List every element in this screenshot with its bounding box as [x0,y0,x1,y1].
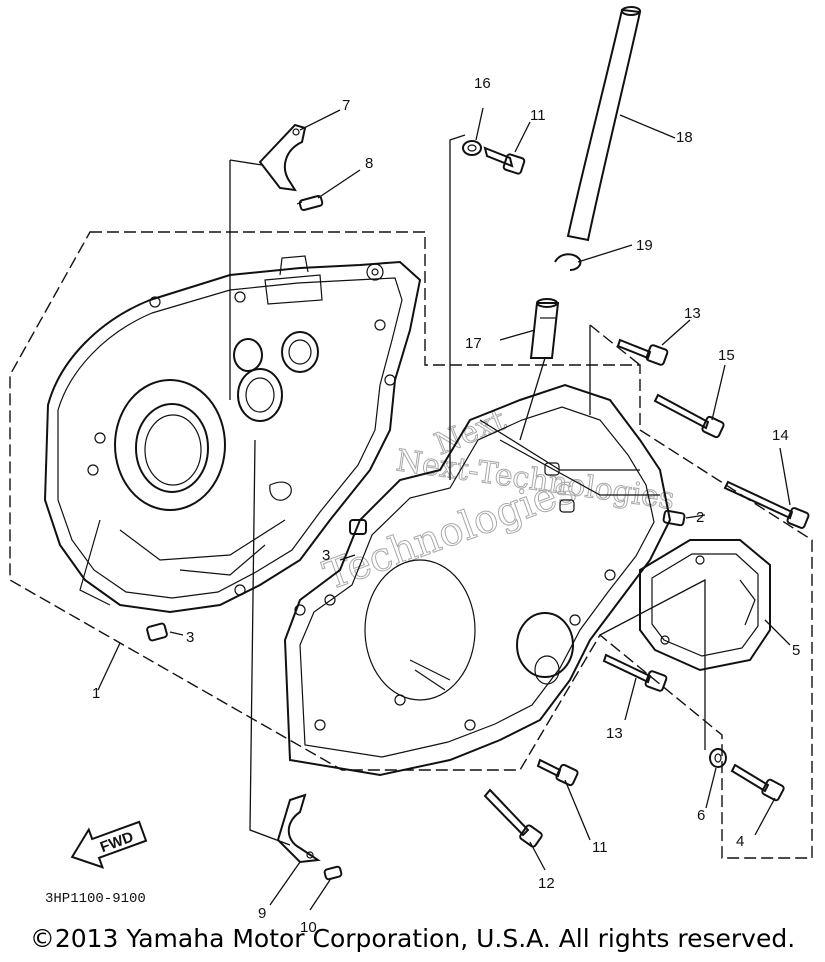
right-crankcase [283,383,672,777]
leader-lines [97,107,791,911]
callout-11-top: 11 [530,107,546,124]
bolt-12 [483,788,543,848]
callout-8: 8 [365,155,373,172]
bolt-2 [662,509,686,527]
callout-3-right: 3 [322,547,330,564]
plate-7 [258,123,307,192]
washer-16 [462,140,482,156]
callout-6: 6 [697,807,705,824]
callout-13-top: 13 [684,305,701,322]
breather-hose-18 [566,6,642,242]
dowel-pin-3 [146,622,168,642]
plate-9 [276,793,321,864]
copyright-footer: ©2013 Yamaha Motor Corporation, U.S.A. A… [29,924,796,953]
screw-10 [323,865,343,881]
hose-clip-19 [554,253,582,271]
left-crankcase [43,255,422,642]
bolt-13-bottom [602,653,668,692]
fwd-arrow: FWD [70,820,148,869]
callout-1: 1 [92,685,100,702]
bolt-11-top [483,146,526,175]
callout-labels: 1 2 3 3 4 5 6 7 8 9 10 11 11 12 13 13 14… [92,75,800,936]
callout-13-bottom: 13 [606,725,623,742]
callout-18: 18 [676,129,693,146]
callout-9: 9 [258,905,266,922]
fitting-17 [529,298,560,359]
left-crankcase-dashed-outline [9,231,813,859]
callout-3-left: 3 [186,629,194,646]
callout-15: 15 [718,347,735,364]
callout-12: 12 [538,875,555,892]
screw-8 [296,194,324,212]
callout-10: 10 [300,919,317,936]
crankcase-cover [639,539,771,672]
callout-17: 17 [465,335,482,352]
dowel-pin-3-right [349,519,367,535]
watermark: Next Next-Technologies Technologies [317,402,677,600]
callout-7: 7 [342,97,350,114]
callout-4: 4 [736,833,744,850]
callout-5: 5 [792,642,800,659]
callout-2: 2 [696,509,704,526]
bolt-4 [730,763,785,802]
bolt-14 [723,480,810,529]
callout-14: 14 [772,427,789,444]
main-bearing-bore [114,379,226,511]
bolt-group-dashed-outline [589,324,641,366]
part-code: 3HP1100-9100 [45,891,146,907]
bolt-13-top [616,338,669,366]
callout-16: 16 [474,75,491,92]
bolt-15 [653,393,725,439]
callout-19: 19 [636,237,653,254]
bolt-11-bottom [536,758,579,787]
callout-11-bottom: 11 [592,839,608,856]
washer-6 [709,748,727,768]
